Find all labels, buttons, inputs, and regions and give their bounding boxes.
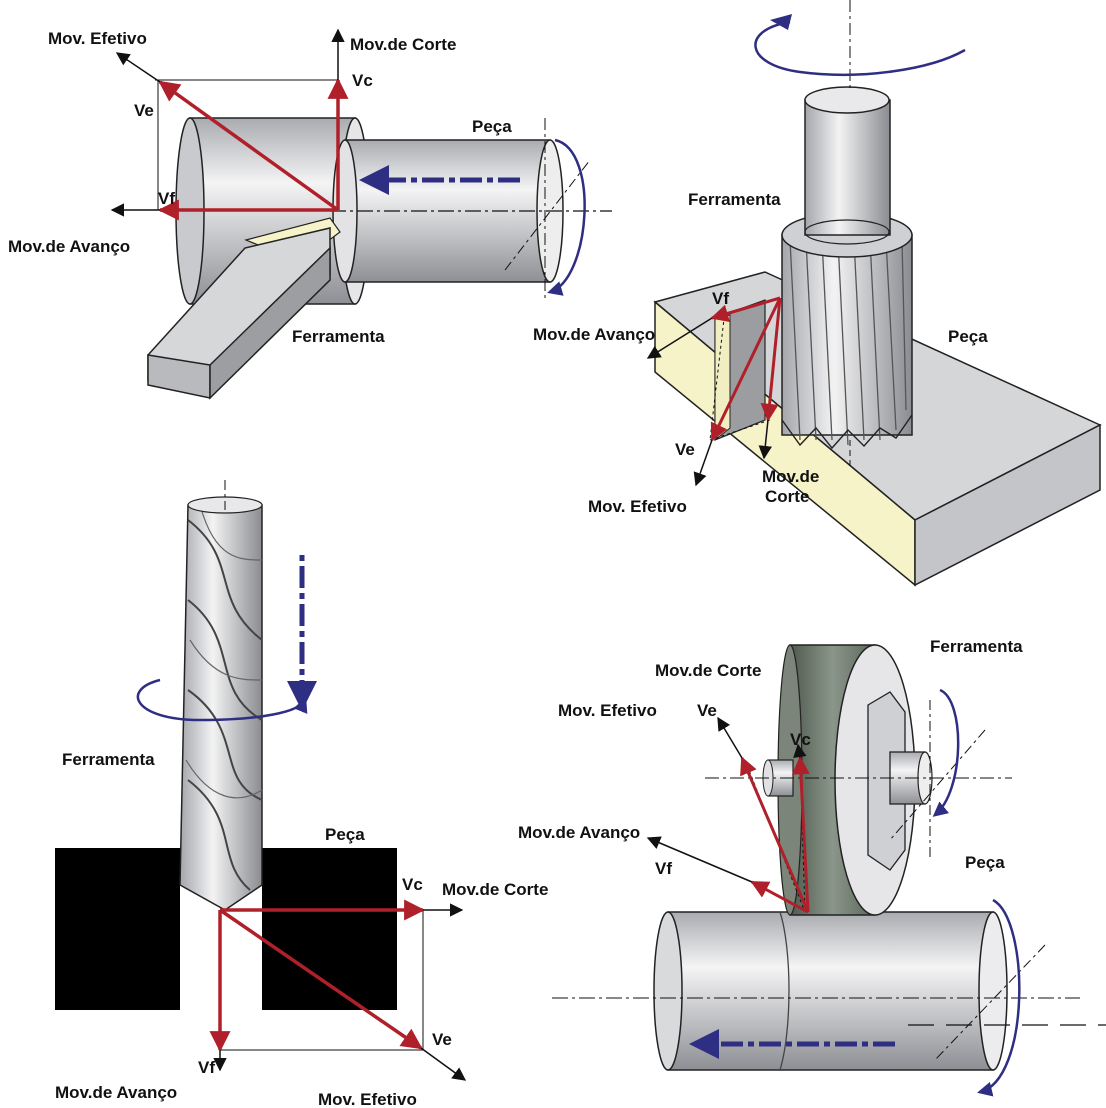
drilling-mov-efetivo-label: Mov. Efetivo bbox=[318, 1090, 417, 1108]
drilling-panel: Ferramenta Peça Vc Mov.de Corte Ve Vf Mo… bbox=[55, 480, 548, 1108]
milling-peca-label: Peça bbox=[948, 327, 988, 346]
turning-vf-label: Vf bbox=[158, 189, 175, 208]
milling-mov-avanco-arrow bbox=[646, 317, 713, 359]
milling-vf-label: Vf bbox=[712, 289, 729, 308]
drilling-mov-corte-label: Mov.de Corte bbox=[442, 880, 548, 899]
grinding-mov-avanco-label: Mov.de Avanço bbox=[518, 823, 640, 842]
milling-ve-label: Ve bbox=[675, 440, 695, 459]
grinding-peca-label: Peça bbox=[965, 853, 1005, 872]
milling-ferramenta-label: Ferramenta bbox=[688, 190, 781, 209]
drilling-drill bbox=[179, 496, 263, 911]
milling-mov-corte-arrow bbox=[758, 419, 772, 460]
turning-mov-avanco-label: Mov.de Avanço bbox=[8, 237, 130, 256]
milling-mov-avanco-label: Mov.de Avanço bbox=[533, 325, 655, 344]
turning-ve-label: Ve bbox=[134, 101, 154, 120]
drilling-peca-label: Peça bbox=[325, 825, 365, 844]
turning-mov-corte-label: Mov.de Corte bbox=[350, 35, 456, 54]
drilling-ve-label: Ve bbox=[432, 1030, 452, 1049]
milling-rotation-arrow bbox=[754, 20, 966, 76]
grinding-mov-efetivo-arrow bbox=[717, 716, 743, 759]
drilling-vf-label: Vf bbox=[198, 1058, 215, 1077]
drilling-ve-vector bbox=[219, 908, 423, 1050]
grinding-wheel bbox=[762, 644, 933, 916]
grinding-mov-avanco-arrow bbox=[646, 836, 753, 883]
drilling-vc-label: Vc bbox=[402, 875, 423, 894]
grinding-ve-vector bbox=[740, 756, 810, 913]
grinding-vf-vector bbox=[750, 880, 809, 914]
milling-mov-efetivo-label: Mov. Efetivo bbox=[588, 497, 687, 516]
grinding-vf-label: Vf bbox=[655, 859, 672, 878]
milling-mov-corte-label-1: Mov.de bbox=[762, 467, 819, 486]
turning-mov-efetivo-label: Mov. Efetivo bbox=[48, 29, 147, 48]
milling-ve-vector bbox=[710, 297, 782, 442]
drilling-mov-avanco-label: Mov.de Avanço bbox=[55, 1083, 177, 1102]
drilling-ferramenta-label: Ferramenta bbox=[62, 750, 155, 769]
milling-mov-corte-label-2: Corte bbox=[765, 487, 809, 506]
grinding-vc-vector bbox=[791, 756, 810, 913]
grinding-mov-corte-arrow bbox=[793, 743, 807, 759]
milling-vf-vector bbox=[710, 296, 781, 323]
grinding-mov-corte-label: Mov.de Corte bbox=[655, 661, 761, 680]
turning-peca-label: Peça bbox=[472, 117, 512, 136]
milling-mov-efetivo-arrow bbox=[693, 439, 713, 487]
turning-tool bbox=[147, 227, 331, 400]
drilling-workpiece-right bbox=[262, 848, 397, 1010]
turning-panel: Mov. Efetivo Mov.de Corte Vc Ve Vf Mov.d… bbox=[8, 28, 612, 400]
drilling-workpiece-left bbox=[55, 848, 180, 1010]
grinding-ferramenta-label: Ferramenta bbox=[930, 637, 1023, 656]
turning-ferramenta-label: Ferramenta bbox=[292, 327, 385, 346]
grinding-vc-label: Vc bbox=[790, 730, 811, 749]
grinding-wheel-rotation-arrow bbox=[932, 688, 960, 817]
grinding-workpiece-rotation-arrow bbox=[977, 898, 1021, 1097]
turning-vc-label: Vc bbox=[352, 71, 373, 90]
milling-panel: Ferramenta Vf Mov.de Avanço Peça Ve Mov.… bbox=[533, 0, 1102, 587]
turning-rotation-arrow bbox=[547, 138, 586, 296]
milling-cutter bbox=[781, 86, 913, 450]
grinding-ve-label: Ve bbox=[697, 701, 717, 720]
milling-vc-vector bbox=[760, 297, 782, 422]
grinding-mov-efetivo-label: Mov. Efetivo bbox=[558, 701, 657, 720]
turning-ve-vector bbox=[158, 80, 340, 212]
grinding-workpiece bbox=[653, 911, 1008, 1071]
drilling-mov-efetivo-arrow bbox=[420, 1047, 467, 1081]
turning-mov-efetivo-arrow bbox=[115, 52, 161, 83]
grinding-panel: Ferramenta Mov.de Corte Mov. Efetivo Ve … bbox=[518, 637, 1106, 1097]
